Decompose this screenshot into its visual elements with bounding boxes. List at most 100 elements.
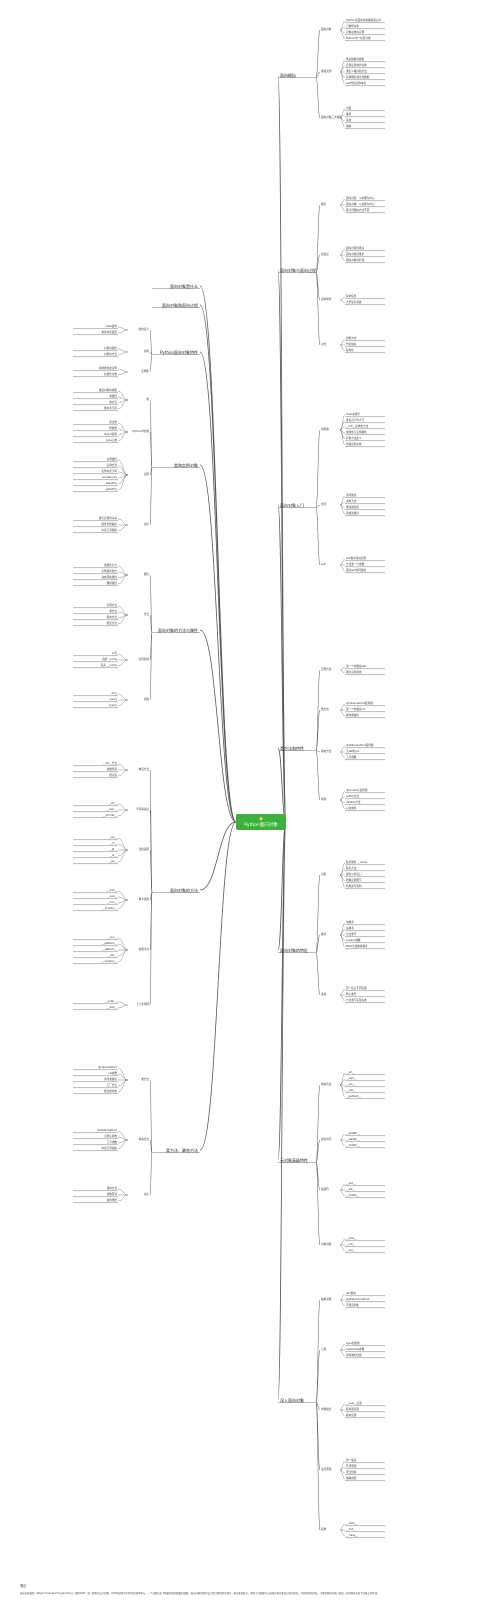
subtopic[interactable]: 面向对象 xyxy=(321,27,332,31)
leaf-node[interactable]: 调用方式 xyxy=(106,1186,117,1190)
leaf-node[interactable]: 实例拥有独立的数据 xyxy=(346,75,370,79)
leaf-node[interactable]: 公有 xyxy=(111,651,117,655)
subtopic[interactable]: 访问 xyxy=(321,502,327,506)
subtopic[interactable]: 优缺点 xyxy=(321,252,329,256)
leaf-node[interactable]: 通过self访问属性 xyxy=(346,568,367,572)
leaf-node[interactable]: __exit__ xyxy=(106,1005,117,1009)
leaf-node[interactable]: 私有方法 xyxy=(346,866,357,870)
leaf-node[interactable]: deleter方法 xyxy=(346,800,361,804)
leaf-node[interactable]: __slots__ xyxy=(346,1521,358,1525)
leaf-node[interactable]: 实例是具体的对象 xyxy=(346,63,367,67)
subtopic[interactable]: 静态方法 xyxy=(138,1137,149,1141)
subtopic[interactable]: 容器方法 xyxy=(138,947,149,951)
leaf-node[interactable]: __lt__ xyxy=(110,841,117,845)
leaf-node[interactable]: 类属性与实例属性 xyxy=(346,430,367,434)
leaf-node[interactable]: 调用方法 xyxy=(346,499,357,503)
leaf-node[interactable]: 访问类属性 xyxy=(104,1077,117,1081)
leaf-node[interactable]: __eq__ xyxy=(108,835,117,839)
leaf-node[interactable]: 大型复杂系统 xyxy=(346,300,362,304)
leaf-node[interactable]: 类方法 xyxy=(109,609,117,613)
leaf-node[interactable]: 命名空间隔离 xyxy=(101,528,117,532)
leaf-node[interactable]: MRO方法解析顺序 xyxy=(346,944,368,948)
leaf-node[interactable]: getattr() xyxy=(106,487,117,491)
leaf-node[interactable]: 名称改写机制 xyxy=(346,884,362,888)
leaf-node[interactable]: __repr__ xyxy=(346,1076,357,1080)
leaf-node[interactable]: 单一职责 xyxy=(346,1458,357,1462)
leaf-node[interactable]: __format__ xyxy=(103,813,117,817)
branch-lb4[interactable]: 类和实例对象 xyxy=(174,462,198,468)
leaf-node[interactable]: 类是抽象的模板 xyxy=(346,57,365,61)
leaf-node[interactable]: Python是面向对象编程语言吗 xyxy=(346,18,381,22)
subtopic[interactable]: 对比 xyxy=(321,342,327,346)
leaf-node[interactable]: 方法重写 xyxy=(346,932,357,936)
leaf-node[interactable]: 动态添加属性 xyxy=(101,575,117,579)
leaf-node[interactable]: 使用场景 xyxy=(106,1198,117,1202)
leaf-node[interactable]: 多继承 xyxy=(346,926,354,930)
branch-lb3[interactable]: Python面向对象特性 xyxy=(160,349,198,355)
leaf-node[interactable]: __mul__ xyxy=(106,900,117,904)
leaf-node[interactable]: __str__ xyxy=(346,1070,355,1074)
leaf-node[interactable]: __del__ xyxy=(346,1248,356,1252)
branch-lb6[interactable]: 面向对象的方法 xyxy=(170,887,198,893)
leaf-node[interactable]: 面向对象易维护 xyxy=(346,252,365,256)
leaf-node[interactable]: 类方法 xyxy=(109,400,117,404)
leaf-node[interactable]: 只读属性 xyxy=(346,806,357,810)
leaf-node[interactable]: __dict__ xyxy=(346,1527,356,1531)
subtopic[interactable]: 概念 xyxy=(321,202,327,206)
leaf-node[interactable]: 实例属性 xyxy=(106,457,117,461)
leaf-node[interactable]: 简单任务 xyxy=(346,294,357,298)
leaf-node[interactable]: 删除属性 xyxy=(106,581,117,585)
branch-rb5[interactable]: 面向对象的特征 xyxy=(280,947,308,953)
subtopic[interactable]: 面向对象三大特征 xyxy=(321,115,342,119)
leaf-node[interactable]: 类是对象的模板 xyxy=(98,388,117,392)
leaf-node[interactable]: self代表实例本身 xyxy=(346,81,367,85)
subtopic[interactable]: 类方法 xyxy=(321,707,329,711)
leaf-node[interactable]: 多态 xyxy=(346,118,352,122)
subtopic[interactable]: 构造方法 xyxy=(138,767,149,771)
leaf-node[interactable]: 添加新属性 xyxy=(346,511,359,515)
leaf-node[interactable]: __add__ xyxy=(106,888,117,892)
subtopic[interactable]: 抽象基类 xyxy=(321,1297,332,1301)
leaf-node[interactable]: 隐藏实现细节 xyxy=(346,878,362,882)
leaf-node[interactable]: 方法重写实现多态 xyxy=(346,998,367,1002)
leaf-node[interactable]: @abstractmethod xyxy=(346,1297,370,1301)
leaf-node[interactable]: __setattr__ xyxy=(346,1137,360,1141)
subtopic[interactable]: 设计原则 xyxy=(321,1467,332,1471)
subtopic[interactable]: 实例化 xyxy=(141,369,149,373)
leaf-node[interactable]: 类与实例的关系 xyxy=(98,516,117,520)
leaf-node[interactable]: __getitem__ xyxy=(346,1094,362,1098)
leaf-node[interactable]: type创建类 xyxy=(346,1341,360,1345)
leaf-node[interactable]: __setitem__ xyxy=(101,947,117,951)
leaf-node[interactable]: 抽象 xyxy=(346,124,352,128)
leaf-node[interactable]: __delete__ xyxy=(346,1193,360,1197)
leaf-node[interactable]: __str__ xyxy=(108,801,117,805)
branch-rb3[interactable]: 面向对象入门 xyxy=(280,502,304,508)
leaf-node[interactable]: @staticmethod装饰器 xyxy=(346,743,374,747)
leaf-node[interactable]: 工具函数 xyxy=(346,755,357,759)
leaf-node[interactable]: __set__ xyxy=(346,1187,356,1191)
leaf-node[interactable]: __enter__ xyxy=(104,999,117,1003)
leaf-node[interactable]: 继承 xyxy=(346,112,352,116)
subtopic[interactable]: 特殊方法 xyxy=(321,1082,332,1086)
subtopic[interactable]: 多态 xyxy=(321,992,327,996)
leaf-node[interactable]: 保护 _name xyxy=(102,657,117,661)
leaf-node[interactable]: @classmethod装饰器 xyxy=(346,701,373,705)
branch-rb2[interactable]: 面向对象与面向过程 xyxy=(280,267,316,273)
leaf-node[interactable]: type() xyxy=(109,703,117,707)
leaf-node[interactable]: __iter__ xyxy=(107,953,117,957)
leaf-node[interactable]: __gt__ xyxy=(109,847,117,851)
subtopic[interactable]: 单例模式 xyxy=(321,1407,332,1411)
leaf-node[interactable]: 命名空间组织 xyxy=(101,1146,117,1150)
leaf-node[interactable]: __init__ xyxy=(346,1242,356,1246)
leaf-node[interactable]: hasattr() xyxy=(105,481,117,485)
leaf-node[interactable]: @staticmethod xyxy=(97,1128,117,1132)
leaf-node[interactable]: 私有 __name xyxy=(101,663,117,667)
leaf-node[interactable]: 复用性 xyxy=(346,348,354,352)
leaf-node[interactable]: 拆分问题的方式不同 xyxy=(346,208,370,212)
leaf-node[interactable]: Python中一切皆对象 xyxy=(346,36,371,40)
leaf-node[interactable]: 思维方式 xyxy=(346,336,357,340)
leaf-node[interactable]: 方法第一个参数 xyxy=(346,562,365,566)
subtopic[interactable]: 其他 xyxy=(321,1527,327,1531)
leaf-node[interactable]: dir() xyxy=(111,691,117,695)
subtopic[interactable]: 访问控制 xyxy=(138,657,149,661)
